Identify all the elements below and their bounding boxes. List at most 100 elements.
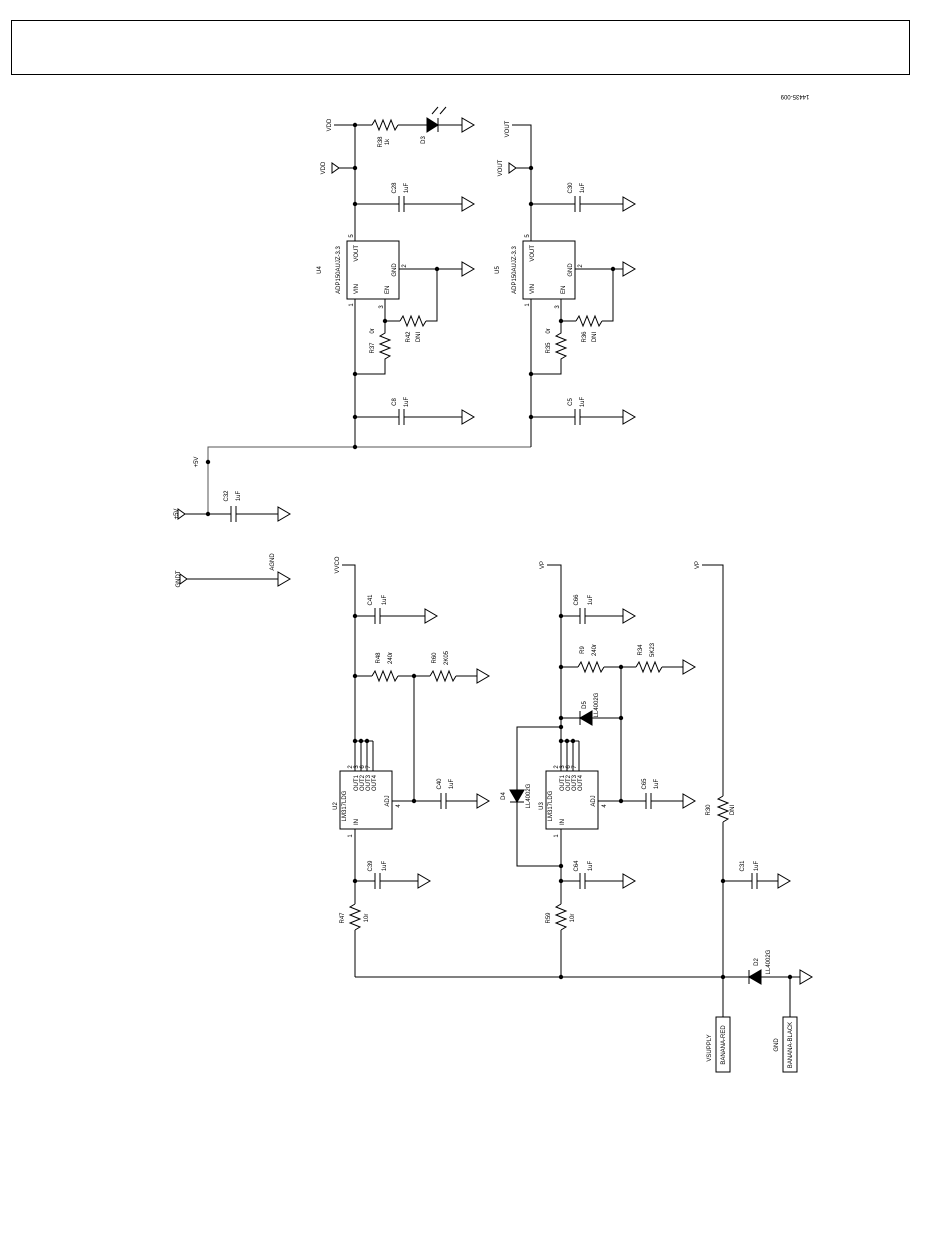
c64-ref: C64 <box>574 860 580 872</box>
c40-val: 1uF <box>449 778 455 789</box>
c5-val: 1uF <box>580 396 586 407</box>
r35-ref: R35 <box>546 342 552 354</box>
u3-chip <box>545 770 599 830</box>
d5-diode <box>579 710 593 726</box>
r42-val: DNI <box>416 332 422 343</box>
u4-ref: U4 <box>317 266 323 274</box>
d4-diode <box>509 789 525 803</box>
net-label-plus5v-in: +5V <box>174 509 180 520</box>
u2-pinnum-adj: 4 <box>396 804 402 808</box>
net-label-plus5v-bus: +5V <box>194 457 200 468</box>
vsupply-connector-type: BANANA-RED <box>721 1025 727 1065</box>
net-label-vp-1: VP <box>540 561 546 569</box>
c66-val: 1uF <box>588 594 594 605</box>
c31-ref: C31 <box>740 860 746 872</box>
ground-symbol <box>277 506 291 522</box>
gnd-connector-type: BANANA-BLACK <box>788 1022 794 1068</box>
c28-val: 1uF <box>404 182 410 193</box>
u2-pin-out1: OUT1 <box>354 774 360 791</box>
r30-val: DNI <box>730 805 736 816</box>
u2-pinnum-in: 1 <box>348 834 354 838</box>
r37-val: 0r <box>370 328 376 333</box>
r60-resistor <box>429 669 457 683</box>
r34-resistor <box>635 660 663 674</box>
c8-ref: C8 <box>392 398 398 406</box>
u2-part: LM317LDG <box>342 790 348 821</box>
d2-ref: D2 <box>754 958 760 966</box>
u5-pin-vin: VIN <box>530 284 536 294</box>
c31-val: 1uF <box>754 860 760 871</box>
r34-ref: R34 <box>638 644 644 656</box>
r34-val: 5K23 <box>650 642 656 657</box>
c30-ref: C30 <box>568 182 574 194</box>
r36-val: DNI <box>592 332 598 343</box>
c32-val: 1uF <box>236 490 242 501</box>
net-label-agnd: AGND <box>270 553 276 571</box>
r60-ref: R60 <box>432 652 438 664</box>
r38-val: 1k <box>385 138 391 145</box>
gnd-net: GND <box>774 1038 780 1052</box>
u4-pin-en: EN <box>385 286 391 294</box>
d5-val: LL4002G <box>594 692 600 717</box>
c41-ref: C41 <box>368 594 374 606</box>
r59-ref: R59 <box>546 912 552 924</box>
u5-pin-vout: VOUT <box>530 245 536 262</box>
c41-val: 1uF <box>382 594 388 605</box>
u4-pinnum-en: 3 <box>379 305 385 309</box>
figure-id: 14435-009 <box>780 93 809 99</box>
r35-resistor <box>531 321 568 375</box>
r9-resistor <box>577 660 605 674</box>
r38-ref: R38 <box>378 136 384 148</box>
u3-ref: U3 <box>539 802 545 810</box>
c8-val: 1uF <box>404 396 410 407</box>
u2-pinnum-out4: 7 <box>366 765 372 769</box>
u5-pinnum-gnd: 2 <box>578 264 584 268</box>
r9-val: 240r <box>592 644 598 656</box>
u3-pin-out3: OUT3 <box>572 774 578 791</box>
u3-part: LM317LDG <box>548 790 554 821</box>
r35-val: 0r <box>546 328 552 333</box>
u5-circuit: VOUT VOUT C30 1uF U5 ADP150AUJZ-3.3 VIN … <box>495 120 636 447</box>
d4-val: LL4002G <box>526 783 532 808</box>
c28-ref: C28 <box>392 182 398 194</box>
r38-resistor <box>371 118 399 132</box>
u5-pinnum-vout: 5 <box>525 234 531 238</box>
net-label-vdd: VDD <box>321 161 327 174</box>
u2-pin-adj: ADJ <box>385 795 391 806</box>
r47-resistor <box>348 903 362 931</box>
u3-pinnum-adj: 4 <box>602 804 608 808</box>
r42-resistor <box>399 314 427 328</box>
c5-ref: C5 <box>568 398 574 406</box>
u5-part: ADP150AUJZ-3.3 <box>512 245 518 293</box>
d4-ref: D4 <box>501 792 507 800</box>
r30-resistor <box>716 795 730 823</box>
u5-chip <box>522 240 576 300</box>
r9-ref: R9 <box>580 646 586 654</box>
u3-pinnum-out3: 6 <box>566 765 572 769</box>
u2-pinnum-out3: 6 <box>360 765 366 769</box>
u2-chip <box>339 770 393 830</box>
u5-pin-gnd: GND <box>568 263 574 277</box>
r47-val: 10r <box>364 914 370 923</box>
r36-ref: R36 <box>582 331 588 343</box>
net-label-vout-top: VOUT <box>505 120 511 137</box>
r47-ref: R47 <box>340 912 346 924</box>
r37-ref: R37 <box>370 342 376 354</box>
u4-pinnum-gnd: 2 <box>402 264 408 268</box>
u2-pin-out4: OUT4 <box>372 774 378 791</box>
u3-pinnum-out4: 7 <box>572 765 578 769</box>
r60-val: 2K05 <box>444 650 450 665</box>
title-block <box>11 20 910 75</box>
r30-ref: R30 <box>706 804 712 816</box>
d2-val: LL4002G <box>766 949 772 974</box>
r59-resistor <box>554 903 568 931</box>
net-label-gndt: GNDT <box>176 570 182 587</box>
u2-pinnum-out1: 2 <box>348 765 354 769</box>
u3-pin-adj: ADJ <box>591 795 597 806</box>
u5-pinnum-en: 3 <box>555 305 561 309</box>
u4-pinnum-vout: 5 <box>349 234 355 238</box>
c65-ref: C65 <box>642 778 648 790</box>
u3-circuit: VP C66 1uF R9 240r R34 5K23 D5 LL4002G <box>501 561 696 980</box>
d2-diode <box>748 969 762 985</box>
